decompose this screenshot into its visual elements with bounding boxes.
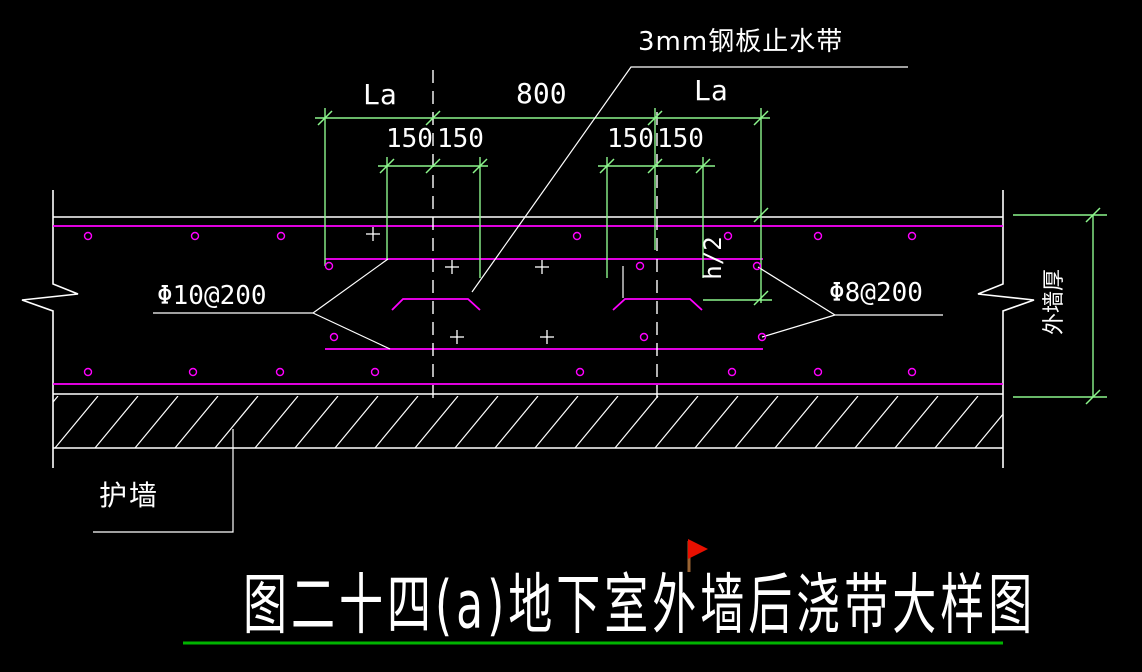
dim-label-150-1: 150 [386, 124, 433, 154]
dimension-ticks [317, 110, 1101, 405]
wall-outline [21, 190, 1035, 468]
waterstop-label: 3mm钢板止水带 [638, 27, 844, 57]
waterstop-leader [471, 66, 908, 293]
waterstop-plates [391, 298, 703, 311]
wall-thickness-label: 外墙厚 [1042, 268, 1068, 335]
dim-label-la-left: La [363, 78, 397, 111]
protective-wall-label: 护墙 [99, 479, 160, 512]
dim-label-150-4: 150 [657, 124, 704, 154]
rebar-left-leader [153, 258, 391, 350]
joint-centerlines [432, 70, 658, 403]
dim-label-h2: h/2 [699, 236, 728, 280]
spacer-crosses [366, 227, 554, 344]
dim-label-800: 800 [516, 77, 567, 110]
added-bar-lines [325, 258, 763, 350]
flag-marker-icon [687, 539, 708, 572]
rebar-right-label: Φ8@200 [829, 278, 923, 308]
dim-label-150-2: 150 [437, 124, 484, 154]
drawing-title: 图二十四(a)地下室外墙后浇带大样图 [243, 567, 1037, 645]
dimension-lines [315, 108, 1107, 398]
dim-label-150-3: 150 [607, 124, 654, 154]
right-break-symbol [977, 190, 1035, 468]
rebar-lines [53, 225, 1003, 385]
rebar-left-label: Φ10@200 [157, 281, 267, 311]
rebar-right-leader [757, 266, 943, 338]
leader-lines [93, 66, 943, 533]
protective-wall-leader [93, 429, 234, 533]
dim-label-la-right: La [694, 74, 728, 107]
left-break-symbol [21, 190, 79, 468]
rebar-dots [83, 231, 917, 377]
hatch-lines [53, 396, 1003, 448]
